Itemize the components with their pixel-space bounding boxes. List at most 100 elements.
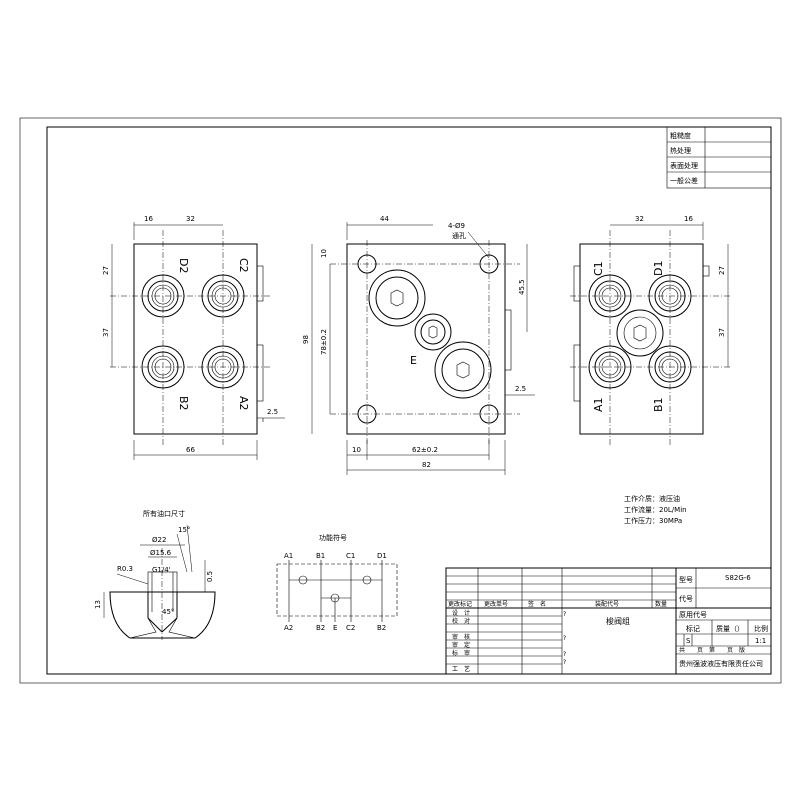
dim-98: 98 bbox=[302, 335, 310, 344]
spec-row-surface: 表面处理 bbox=[670, 161, 698, 170]
port-b1 bbox=[648, 345, 692, 389]
bore-bottom bbox=[434, 341, 492, 399]
spec-pressure: 工作压力：30MPa bbox=[624, 516, 682, 525]
dim-16: 16 bbox=[144, 215, 153, 223]
scale-label: 比例 bbox=[754, 624, 768, 633]
detail-r03: R0.3 bbox=[117, 565, 133, 573]
detail-05: 0.5 bbox=[206, 571, 214, 582]
mark-label: 标记 bbox=[686, 624, 700, 633]
label-d1: D1 bbox=[652, 261, 665, 276]
dim-27: 27 bbox=[102, 266, 110, 275]
hole-note: 4-Ø9 bbox=[448, 222, 465, 230]
detail-13: 13 bbox=[94, 600, 102, 609]
surface-spec-table: 粗糙度 热处理 表面处理 一般公差 bbox=[666, 126, 772, 189]
detail-title: 所有油口尺寸 bbox=[143, 509, 185, 518]
dim-44: 44 bbox=[380, 215, 389, 223]
port-d2 bbox=[141, 274, 185, 318]
role-review: 审 核 bbox=[452, 633, 470, 641]
port-c1 bbox=[588, 274, 632, 318]
bore-center bbox=[414, 313, 452, 351]
spec-row-heat: 热处理 bbox=[670, 146, 691, 155]
qmark-2: ? bbox=[563, 635, 566, 642]
chg-no: 更改单号 bbox=[484, 600, 508, 608]
role-approve: 审 定 bbox=[452, 641, 470, 649]
role-std: 标 审 bbox=[452, 649, 470, 657]
inner-frame bbox=[46, 126, 772, 675]
orig-code-label: 原用代号 bbox=[679, 610, 707, 619]
label-b2: B2 bbox=[177, 396, 190, 411]
port-c2 bbox=[201, 274, 245, 318]
sym-d1: D1 bbox=[377, 552, 387, 560]
hole-note-through: 通孔 bbox=[452, 231, 466, 240]
chg-qty: 数量 bbox=[655, 600, 667, 608]
detail-angle: 15° bbox=[178, 526, 190, 534]
chg-mark: 更改标记 bbox=[448, 600, 472, 608]
model-value: S82G-6 bbox=[725, 574, 751, 582]
company-name: 贵州强波液压有限责任公司 bbox=[679, 659, 763, 668]
label-a2: A2 bbox=[237, 396, 250, 411]
sym-a1: A1 bbox=[284, 552, 293, 560]
symbol-title: 功能符号 bbox=[319, 533, 347, 542]
label-c2: C2 bbox=[237, 258, 250, 273]
bore-top bbox=[368, 269, 426, 327]
right-view: C1 D1 A1 B1 32 16 27 37 bbox=[570, 215, 730, 445]
detail-d15: Ø15.6 bbox=[150, 549, 172, 557]
dim-45-5: 45.5 bbox=[518, 279, 526, 295]
detail-d22: Ø22 bbox=[152, 536, 166, 544]
sym-b1: B1 bbox=[316, 552, 325, 560]
scale-value: 1:1 bbox=[755, 637, 766, 645]
qmark-4: ? bbox=[563, 659, 566, 666]
role-process: 工 艺 bbox=[452, 665, 470, 673]
port-center-right bbox=[616, 309, 664, 357]
sym-a2: A2 bbox=[284, 624, 293, 632]
sym-c2: C2 bbox=[346, 624, 355, 632]
dim-10-left: 10 bbox=[320, 249, 328, 258]
dim-37-right: 37 bbox=[718, 328, 726, 337]
dim-32-right: 32 bbox=[635, 215, 644, 223]
spec-row-tolerance: 一般公差 bbox=[670, 176, 698, 185]
function-symbol: 功能符号 A1 B1 C1 D1 A2 B2 E C2 B2 bbox=[276, 533, 398, 632]
model-label: 型号 bbox=[679, 575, 693, 584]
label-b1: B1 bbox=[652, 397, 665, 412]
front-view: D2 C2 B2 A2 16 32 27 37 66 2.5 bbox=[102, 215, 285, 460]
port-a1 bbox=[588, 345, 632, 389]
detail-thread: G1/4' bbox=[152, 566, 171, 574]
sym-c1: C1 bbox=[346, 552, 355, 560]
role-design: 设 计 bbox=[452, 609, 470, 617]
dim-10-bottom: 10 bbox=[352, 446, 361, 454]
dim-16-right: 16 bbox=[684, 215, 693, 223]
weight-label: 质量（） bbox=[716, 624, 744, 633]
main-title-block: 更改标记 更改单号 签 名 装配代号 数量 型号 S82G-6 代号 设 计 校… bbox=[445, 567, 772, 675]
dim-78: 78±0.2 bbox=[320, 329, 328, 355]
chg-sign: 签 名 bbox=[528, 600, 546, 608]
dim-82: 82 bbox=[422, 461, 431, 469]
spec-flow: 工作流量：20L/Min bbox=[624, 505, 687, 514]
label-e: E bbox=[410, 354, 417, 367]
sym-e: E bbox=[333, 624, 337, 632]
role-check: 校 对 bbox=[452, 617, 470, 625]
sheet-row: 共 页 第 页 版 bbox=[679, 646, 745, 654]
dim-2-5-mid: 2.5 bbox=[515, 385, 526, 393]
qmark-1: ? bbox=[563, 611, 566, 618]
label-a1: A1 bbox=[592, 397, 605, 412]
qmark-3: ? bbox=[563, 651, 566, 658]
port-a2 bbox=[201, 345, 245, 389]
chg-assembly: 装配代号 bbox=[595, 600, 619, 608]
port-detail-section: 所有油口尺寸 Ø22 Ø15.6 G1/4' R0.3 15° 0.5 13 4… bbox=[94, 509, 216, 640]
dim-2-5-front: 2.5 bbox=[267, 408, 278, 416]
code-label: 代号 bbox=[679, 594, 693, 603]
label-c1: C1 bbox=[592, 261, 605, 276]
sym-b2: B2 bbox=[316, 624, 325, 632]
specs: 工作介质：液压油 工作流量：20L/Min 工作压力：30MPa bbox=[624, 494, 687, 525]
part-name: 梭阀组 bbox=[606, 616, 630, 626]
spec-row-roughness: 粗糙度 bbox=[670, 131, 691, 140]
outer-frame bbox=[19, 117, 782, 684]
s-mark: S bbox=[686, 637, 691, 645]
dim-32: 32 bbox=[186, 215, 195, 223]
detail-45: 45° bbox=[162, 608, 174, 616]
dim-27-right: 27 bbox=[718, 266, 726, 275]
spec-medium: 工作介质：液压油 bbox=[624, 494, 680, 503]
label-d2: D2 bbox=[177, 258, 190, 273]
dim-66: 66 bbox=[186, 446, 195, 454]
